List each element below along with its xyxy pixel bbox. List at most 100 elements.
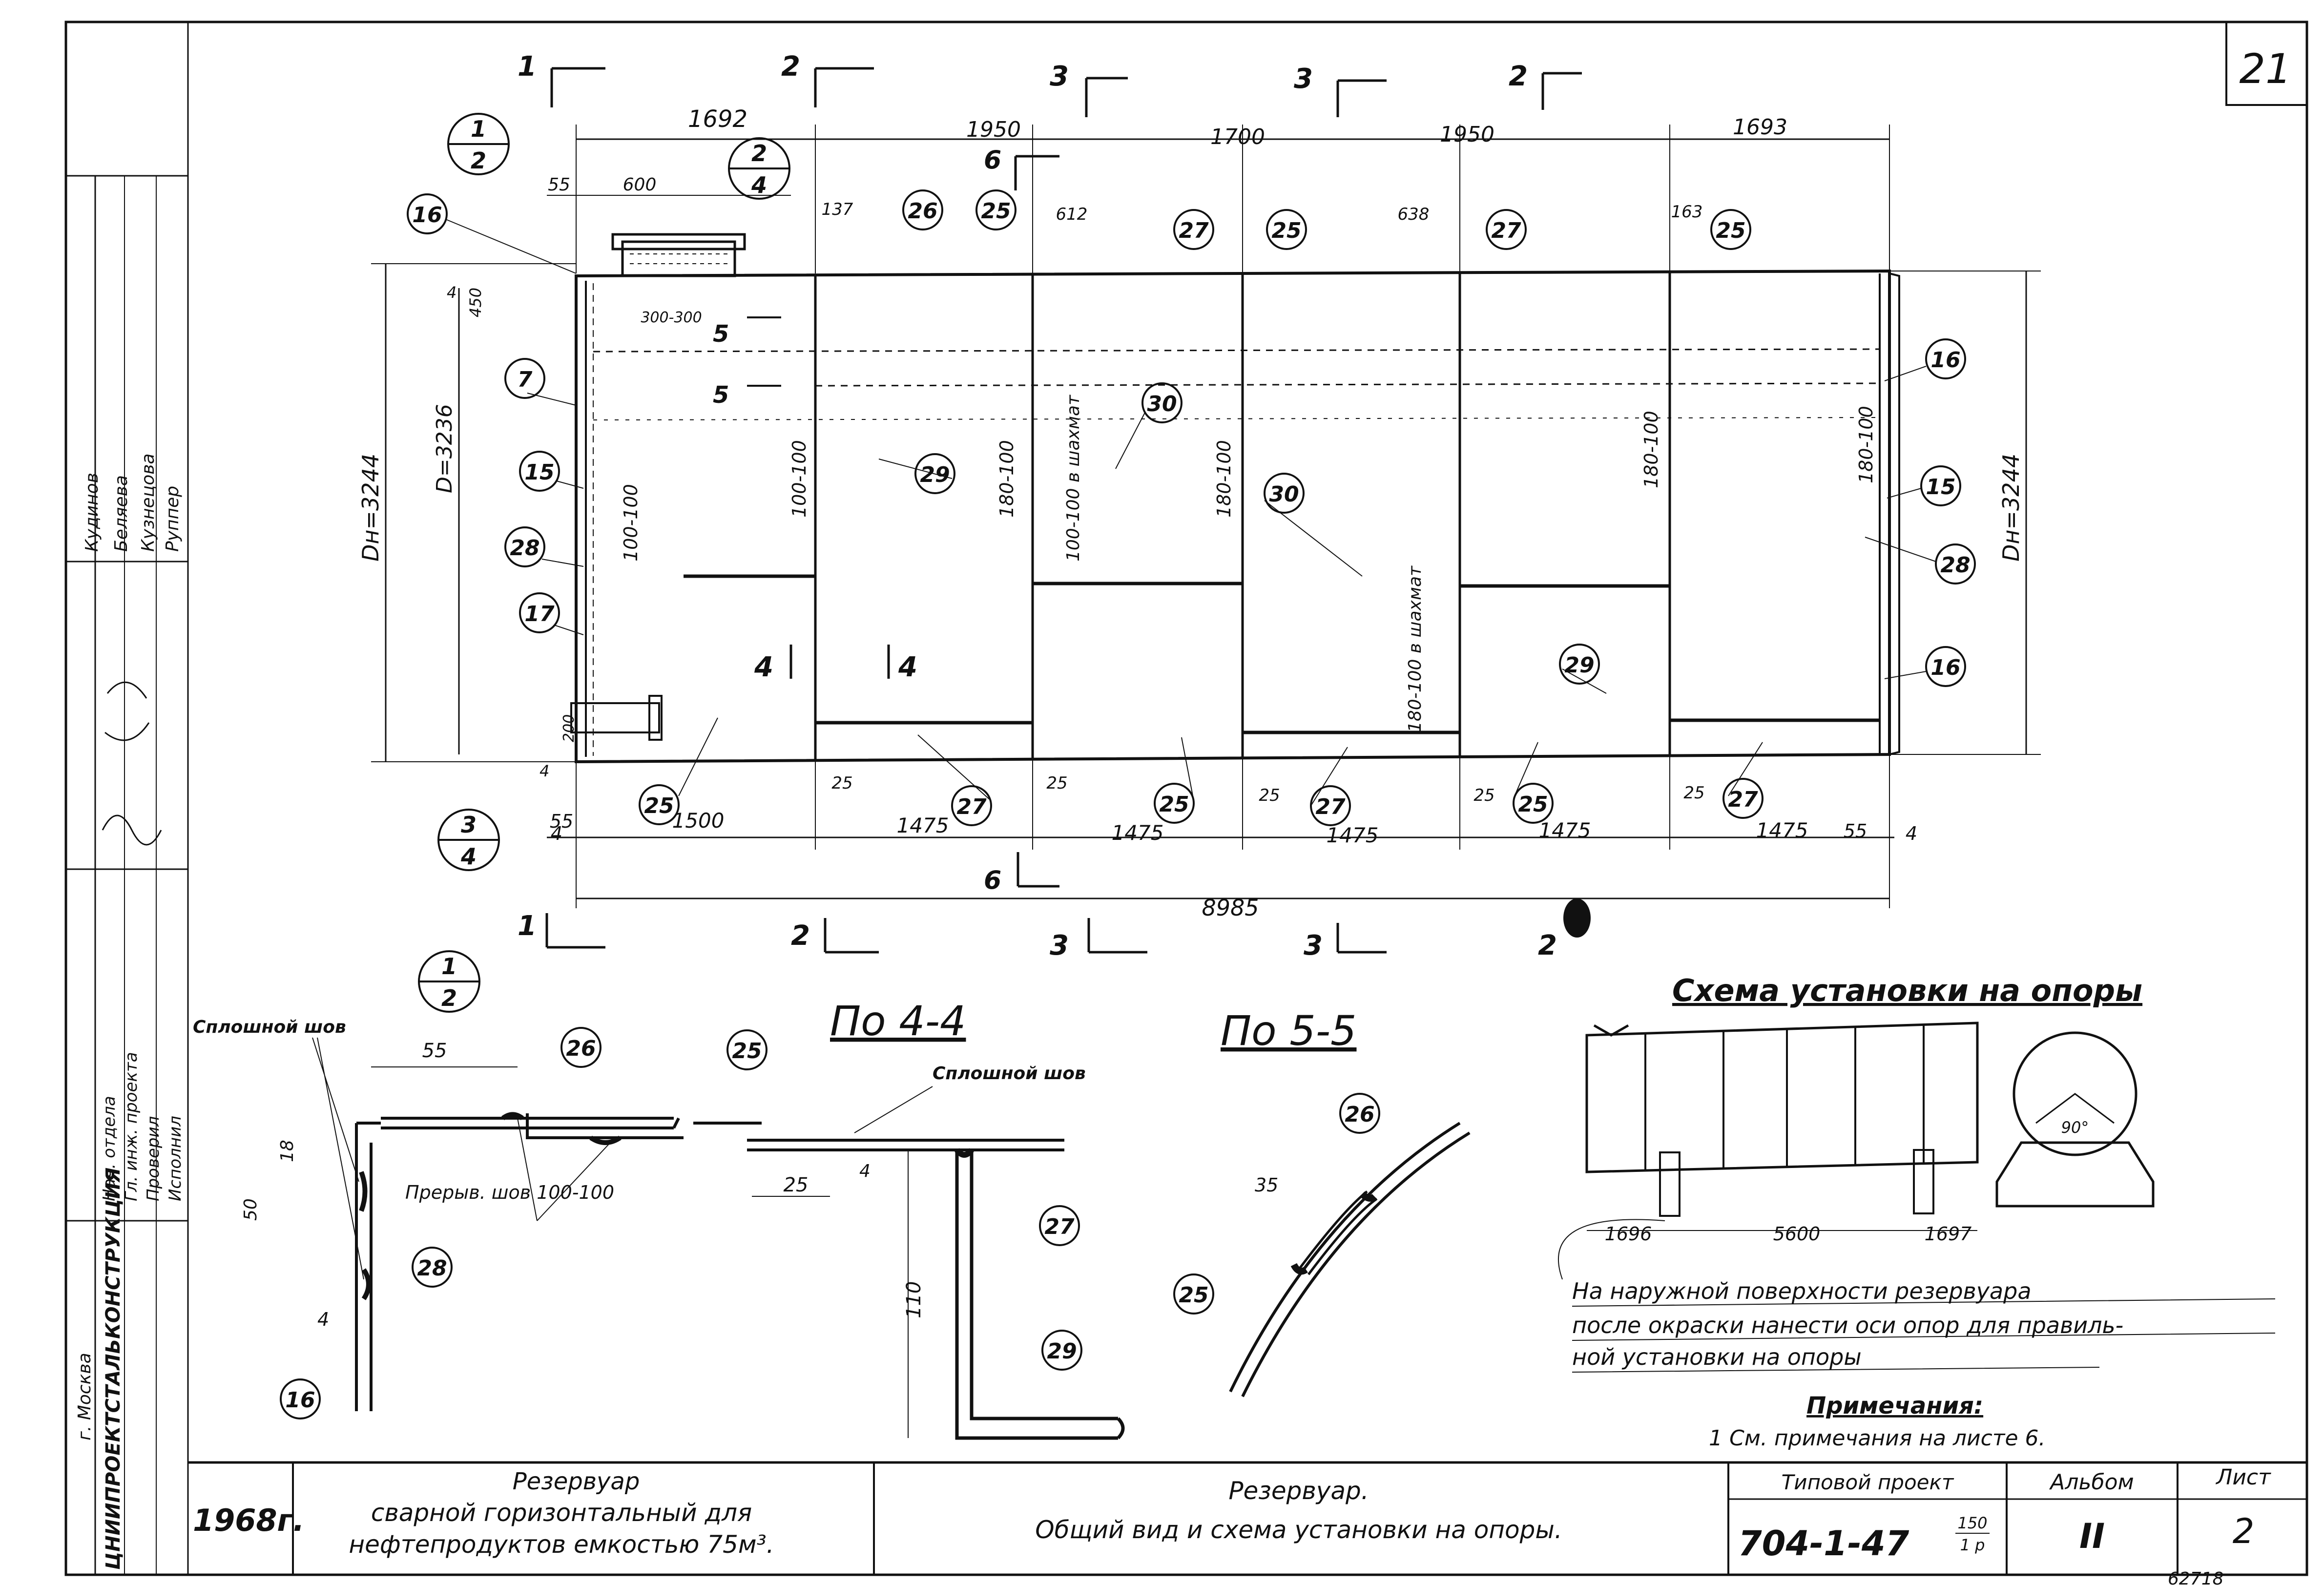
scheme-dim-1: 1696 — [1605, 1223, 1652, 1245]
dim-4b: 4 — [540, 762, 549, 780]
desc-3: нефтепродуктов емкостью 75м³. — [349, 1530, 774, 1559]
year: 1968г. — [193, 1503, 305, 1538]
dwg-title-2: Общий вид и схема установки на опоры. — [1035, 1516, 1562, 1544]
d1-18: 18 — [277, 1140, 297, 1162]
sec-bot-4: 3 — [1304, 930, 1323, 961]
svg-text:29: 29 — [1047, 1339, 1077, 1364]
callout: 30 — [1141, 382, 1183, 423]
section-55-markers: 5 5 — [713, 316, 781, 409]
diameter-right: Dн=3244 — [1998, 454, 2024, 562]
dim-163: 163 — [1671, 202, 1703, 222]
callout: 25 — [726, 1029, 768, 1070]
dim-bot-5: 1475 — [1539, 818, 1591, 842]
dim-bot-4: 1475 — [1327, 823, 1379, 847]
notes: На наружной поверхности резервуара после… — [1572, 1278, 2276, 1451]
gap-3: 25 — [1259, 786, 1280, 805]
svg-text:17: 17 — [524, 602, 555, 626]
scheme-dim-2: 5600 — [1773, 1223, 1821, 1245]
gap-5: 25 — [1683, 783, 1704, 803]
dim-bot-0: 55 — [550, 811, 573, 832]
album-value: II — [2079, 1516, 2105, 1556]
dim-bot-1: 1500 — [672, 809, 725, 833]
callout: 25 — [639, 784, 680, 825]
callout: 28 — [1935, 543, 1976, 584]
inner-frame — [187, 21, 2308, 1576]
sec55-35: 35 — [1255, 1174, 1278, 1196]
gap-1: 25 — [831, 773, 852, 793]
dim-diameter-right: Dн=3244 — [1889, 271, 2041, 755]
dim-bot-2: 1475 — [897, 814, 949, 837]
frac-mark-1: 1 2 — [447, 113, 510, 175]
callout: 27 — [1722, 778, 1764, 819]
desc-2: сварной горизонтальный для — [371, 1499, 752, 1527]
sec-4-left: 4 — [754, 651, 773, 683]
callout: 25 — [1154, 783, 1195, 824]
callout: 27 — [1310, 785, 1351, 826]
sec44-solid-weld: Сплошной шов — [933, 1064, 1086, 1084]
callout: 28 — [504, 526, 545, 567]
title-block: 1968г. Резервуар сварной горизонтальный … — [188, 1461, 2307, 1586]
sec-top-3: 3 — [1050, 61, 1069, 92]
callout: 25 — [1710, 209, 1751, 250]
dim-bot-8: 4 — [551, 823, 562, 844]
dim-450: 450 — [466, 288, 485, 317]
note-line-2: после окраски нанести оси опор для прави… — [1572, 1312, 2123, 1338]
svg-text:1: 1 — [471, 116, 486, 142]
callout: 16 — [407, 193, 448, 234]
callout: 30 — [1264, 473, 1305, 514]
svg-text:27: 27 — [1044, 1214, 1075, 1239]
svg-text:25: 25 — [1179, 1283, 1208, 1308]
svg-text:15: 15 — [1926, 475, 1955, 500]
dim-137: 137 — [822, 200, 853, 219]
svg-text:25: 25 — [732, 1039, 762, 1064]
role-1: Нач. отдела — [100, 1096, 119, 1201]
project-suffix-top: 150 — [1957, 1514, 1987, 1532]
sec-5-b: 5 — [713, 381, 729, 409]
dim-4a: 4 — [447, 283, 456, 302]
dim-bot-9: 4 — [1906, 823, 1917, 844]
section-44-markers: 4 4 — [754, 645, 917, 683]
scheme-title: Схема установки на опоры — [1672, 973, 2142, 1008]
callout: 27 — [1173, 209, 1214, 250]
svg-text:3: 3 — [461, 812, 477, 838]
callout: 15 — [1920, 465, 1961, 506]
svg-text:16: 16 — [1930, 655, 1960, 680]
gap-4: 25 — [1473, 786, 1494, 805]
svg-text:27: 27 — [1728, 787, 1758, 812]
name-1: Кудинов — [82, 473, 102, 552]
role-2: Гл. инж. проекта — [122, 1052, 141, 1201]
sheet-value: 2 — [2233, 1511, 2255, 1551]
dim-55: 55 — [548, 175, 570, 195]
note-line-1: На наружной поверхности резервуара — [1572, 1278, 2032, 1304]
section-marks-top: 1 2 3 3 2 6 — [518, 51, 1582, 190]
frac-mark-2: 2 4 — [728, 137, 790, 200]
weld-labels: 100-100 100-100 180-100 100-100 в шахмат… — [620, 395, 1877, 732]
sec-bot-5: 2 — [1538, 930, 1557, 961]
callout: 26 — [560, 1027, 602, 1068]
name-2: Беляева — [111, 475, 131, 552]
svg-text:2: 2 — [441, 985, 457, 1011]
svg-text:15: 15 — [524, 460, 554, 485]
callout: 16 — [280, 1378, 321, 1419]
weld-4: 100-100 в шахмат — [1063, 395, 1083, 562]
dim-600: 600 — [623, 175, 657, 195]
d1-intermittent: Прерыв. шов 100-100 — [405, 1182, 614, 1203]
svg-text:30: 30 — [1147, 392, 1177, 417]
sec-top-2: 2 — [781, 51, 800, 83]
svg-text:28: 28 — [510, 536, 540, 561]
diameter-inner: D=3236 — [432, 404, 457, 493]
dim-total: 8985 — [1202, 895, 1259, 921]
d1-4: 4 — [317, 1309, 329, 1330]
weld-2: 100-100 — [788, 440, 810, 518]
svg-text:25: 25 — [1518, 792, 1548, 817]
callout: 29 — [914, 453, 955, 494]
sheet-number: 21 — [2240, 45, 2292, 93]
notes-item: 1 См. примечания на листе 6. — [1709, 1426, 2046, 1451]
dim-top-1: 1692 — [688, 105, 747, 133]
dwg-title-1: Резервуар. — [1228, 1477, 1369, 1505]
callout: 15 — [519, 451, 560, 492]
city-name: г. Москва — [75, 1353, 95, 1440]
svg-text:25: 25 — [1271, 218, 1301, 243]
section-5-5: По 5-5 35 26 25 — [1173, 1007, 1471, 1398]
